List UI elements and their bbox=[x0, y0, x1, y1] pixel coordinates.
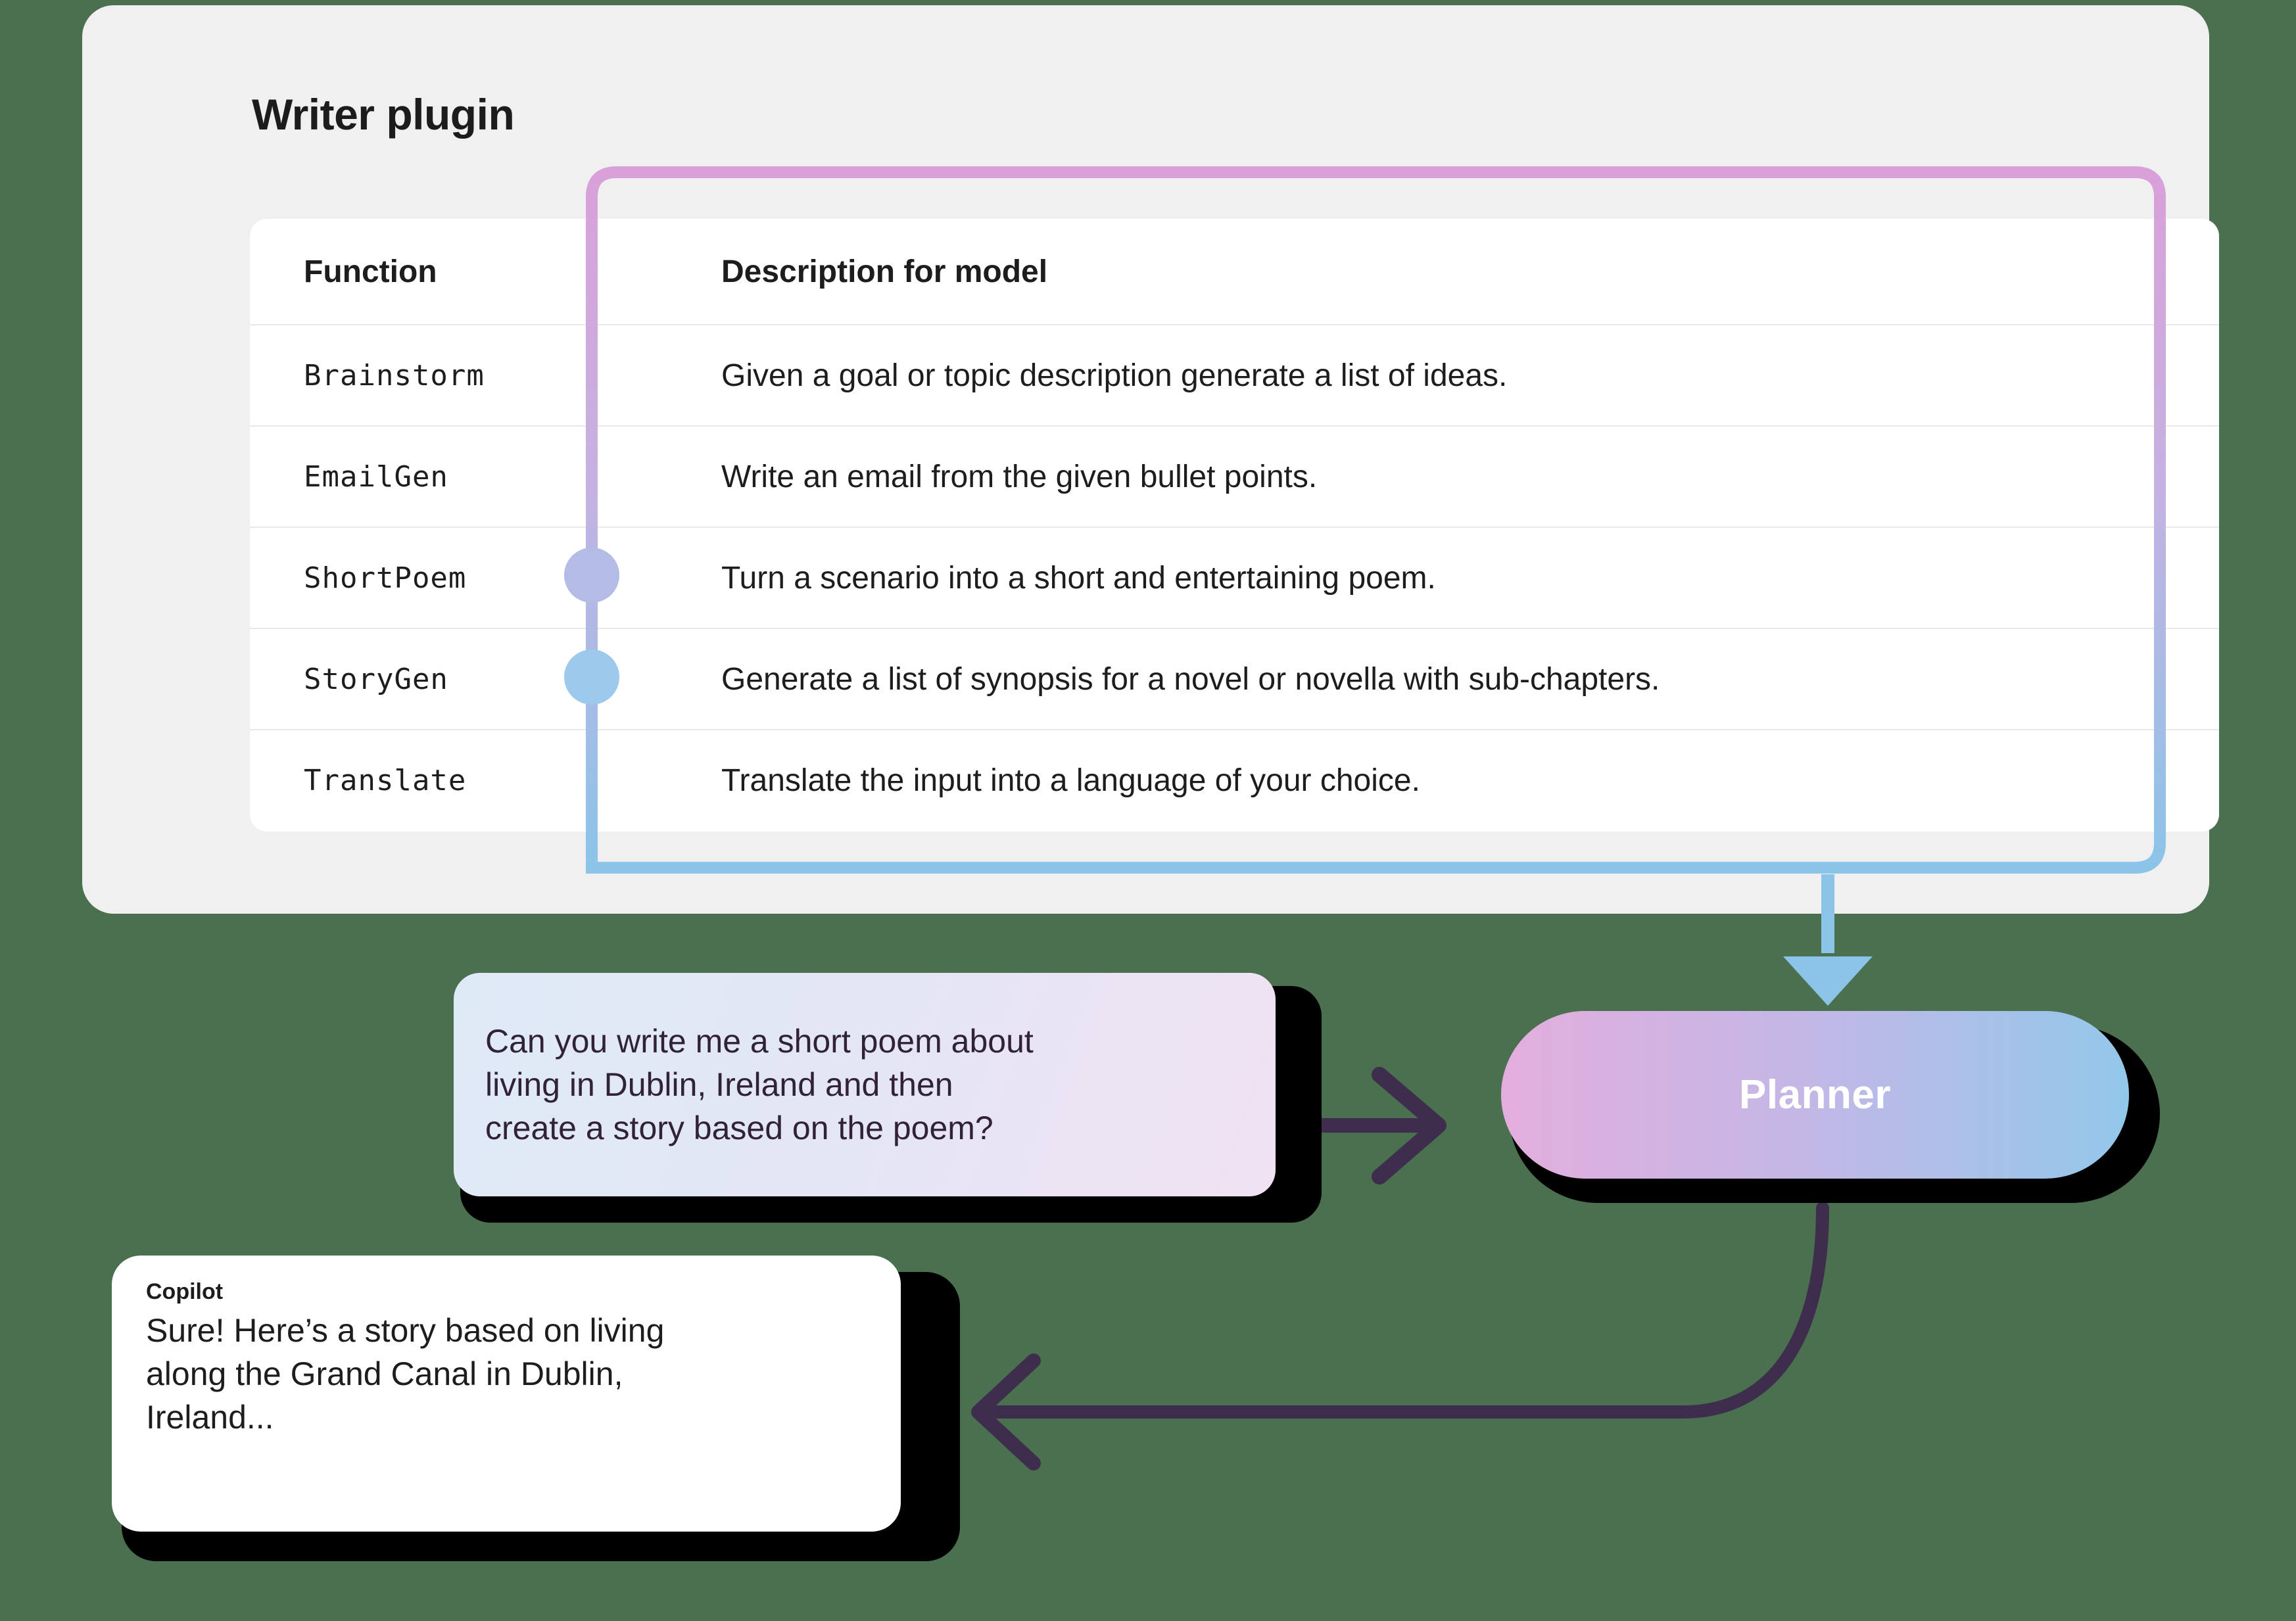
cell-description: Translate the input into a language of y… bbox=[721, 763, 1420, 798]
copilot-message-bubble[interactable]: Copilot Sure! Here’s a story based on li… bbox=[112, 1256, 960, 1561]
writer-plugin-card: Writer plugin Function Description for m… bbox=[82, 5, 2219, 914]
arrow-user-to-planner bbox=[1315, 1067, 1447, 1185]
column-header-description: Description for model bbox=[721, 254, 1048, 289]
copilot-bubble-body: Copilot Sure! Here’s a story based on li… bbox=[112, 1256, 901, 1532]
cell-function-name: Brainstorm bbox=[304, 358, 485, 392]
cell-function-name: Translate bbox=[304, 763, 467, 797]
user-message-text: Can you write me a short poem about livi… bbox=[485, 1023, 1034, 1146]
user-message-bubble[interactable]: Can you write me a short poem about livi… bbox=[454, 973, 1322, 1223]
functions-table: Function Description for model Brainstor… bbox=[250, 219, 2219, 832]
cell-function-name: ShortPoem bbox=[304, 561, 467, 595]
planner-pill[interactable]: Planner bbox=[1501, 1011, 2129, 1179]
cell-function-name: EmailGen bbox=[304, 459, 448, 494]
copilot-message-text: Sure! Here’s a story based on living alo… bbox=[146, 1312, 665, 1436]
cell-description: Given a goal or topic description genera… bbox=[721, 358, 1508, 393]
planner-node[interactable]: Planner bbox=[1501, 1011, 2160, 1203]
user-bubble-body: Can you write me a short poem about livi… bbox=[454, 973, 1276, 1196]
cell-description: Write an email from the given bullet poi… bbox=[721, 459, 1318, 494]
arrow-planner-to-copilot bbox=[971, 1202, 1829, 1470]
table-row[interactable]: EmailGen Write an email from the given b… bbox=[250, 425, 2219, 527]
table-row[interactable]: ShortPoem Turn a scenario into a short a… bbox=[250, 527, 2219, 628]
cell-function-name: StoryGen bbox=[304, 662, 448, 696]
planner-label: Planner bbox=[1739, 1072, 1891, 1117]
cell-description: Generate a list of synopsis for a novel … bbox=[721, 661, 1660, 697]
table-row[interactable]: Translate Translate the input into a lan… bbox=[250, 729, 2219, 830]
cell-description: Turn a scenario into a short and enterta… bbox=[721, 560, 1436, 596]
column-header-function: Function bbox=[304, 254, 437, 289]
table-row[interactable]: StoryGen Generate a list of synopsis for… bbox=[250, 628, 2219, 729]
copilot-sender-label: Copilot bbox=[146, 1279, 224, 1304]
table-header-row: Function Description for model bbox=[250, 219, 2219, 324]
page-title: Writer plugin bbox=[252, 90, 515, 139]
table-row[interactable]: Brainstorm Given a goal or topic descrip… bbox=[250, 324, 2219, 425]
